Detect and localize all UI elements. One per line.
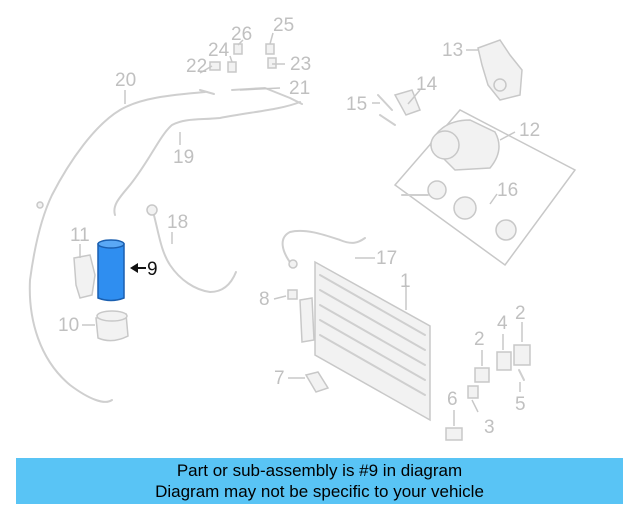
callout-6: 6 [447,389,458,410]
bracket-11 [73,254,96,299]
small-parts-2-6 [445,344,531,441]
caption-line-1: Part or sub-assembly is #9 in diagram [176,461,463,480]
bracket-14 [377,89,421,126]
receiver-drier-9 [97,239,146,302]
callout-19: 19 [173,147,194,168]
callout-numbers: 1 2 2 3 4 5 6 7 8 9 10 11 12 13 14 15 16… [58,15,540,438]
drier-body [97,243,125,302]
callout-26: 26 [231,24,252,45]
compressor-12 [393,109,577,267]
callout-25-label: 25 [273,15,294,36]
callout-17: 17 [376,248,397,269]
caption-line-2: Diagram may not be specific to your vehi… [155,482,484,501]
callout-9: 9 [147,259,158,280]
bracket-7 [304,371,330,393]
caption-banner: Part or sub-assembly is #9 in diagram Di… [16,458,623,504]
parts-diagram: 1 2 2 3 4 5 6 7 8 9 10 11 12 13 14 15 16… [28,15,577,441]
callout-18: 18 [167,212,188,233]
clamp-10 [95,310,129,342]
callout-2b: 2 [515,303,526,324]
hose-20 [28,89,215,403]
callout-2a: 2 [474,329,485,350]
callout-21: 21 [289,78,310,99]
callout-12: 12 [519,120,540,141]
callout-22: 22 [186,56,207,77]
callout-7: 7 [274,368,285,389]
callout-23: 23 [290,54,311,75]
callout-24: 24 [208,40,230,61]
callout-10: 10 [58,315,79,336]
callout-16: 16 [497,180,518,201]
callout-14: 14 [416,74,438,95]
callout-4: 4 [497,313,508,334]
hose-19 [113,101,301,216]
fittings-22-26 [209,43,277,73]
callout-1: 1 [400,271,411,292]
pipe-18 [146,204,237,293]
compressor-mount-13 [477,39,523,101]
callout-13: 13 [442,40,463,61]
condenser-1 [299,260,431,422]
callout-15: 15 [346,94,367,115]
callout-11: 11 [70,225,90,246]
pipe-17 [281,229,366,269]
callout-5: 5 [515,394,526,415]
callout-8: 8 [259,289,270,310]
callout-20: 20 [115,70,136,91]
callout-3: 3 [484,417,495,438]
bolt-8 [287,289,298,300]
leader-lines [79,32,523,426]
